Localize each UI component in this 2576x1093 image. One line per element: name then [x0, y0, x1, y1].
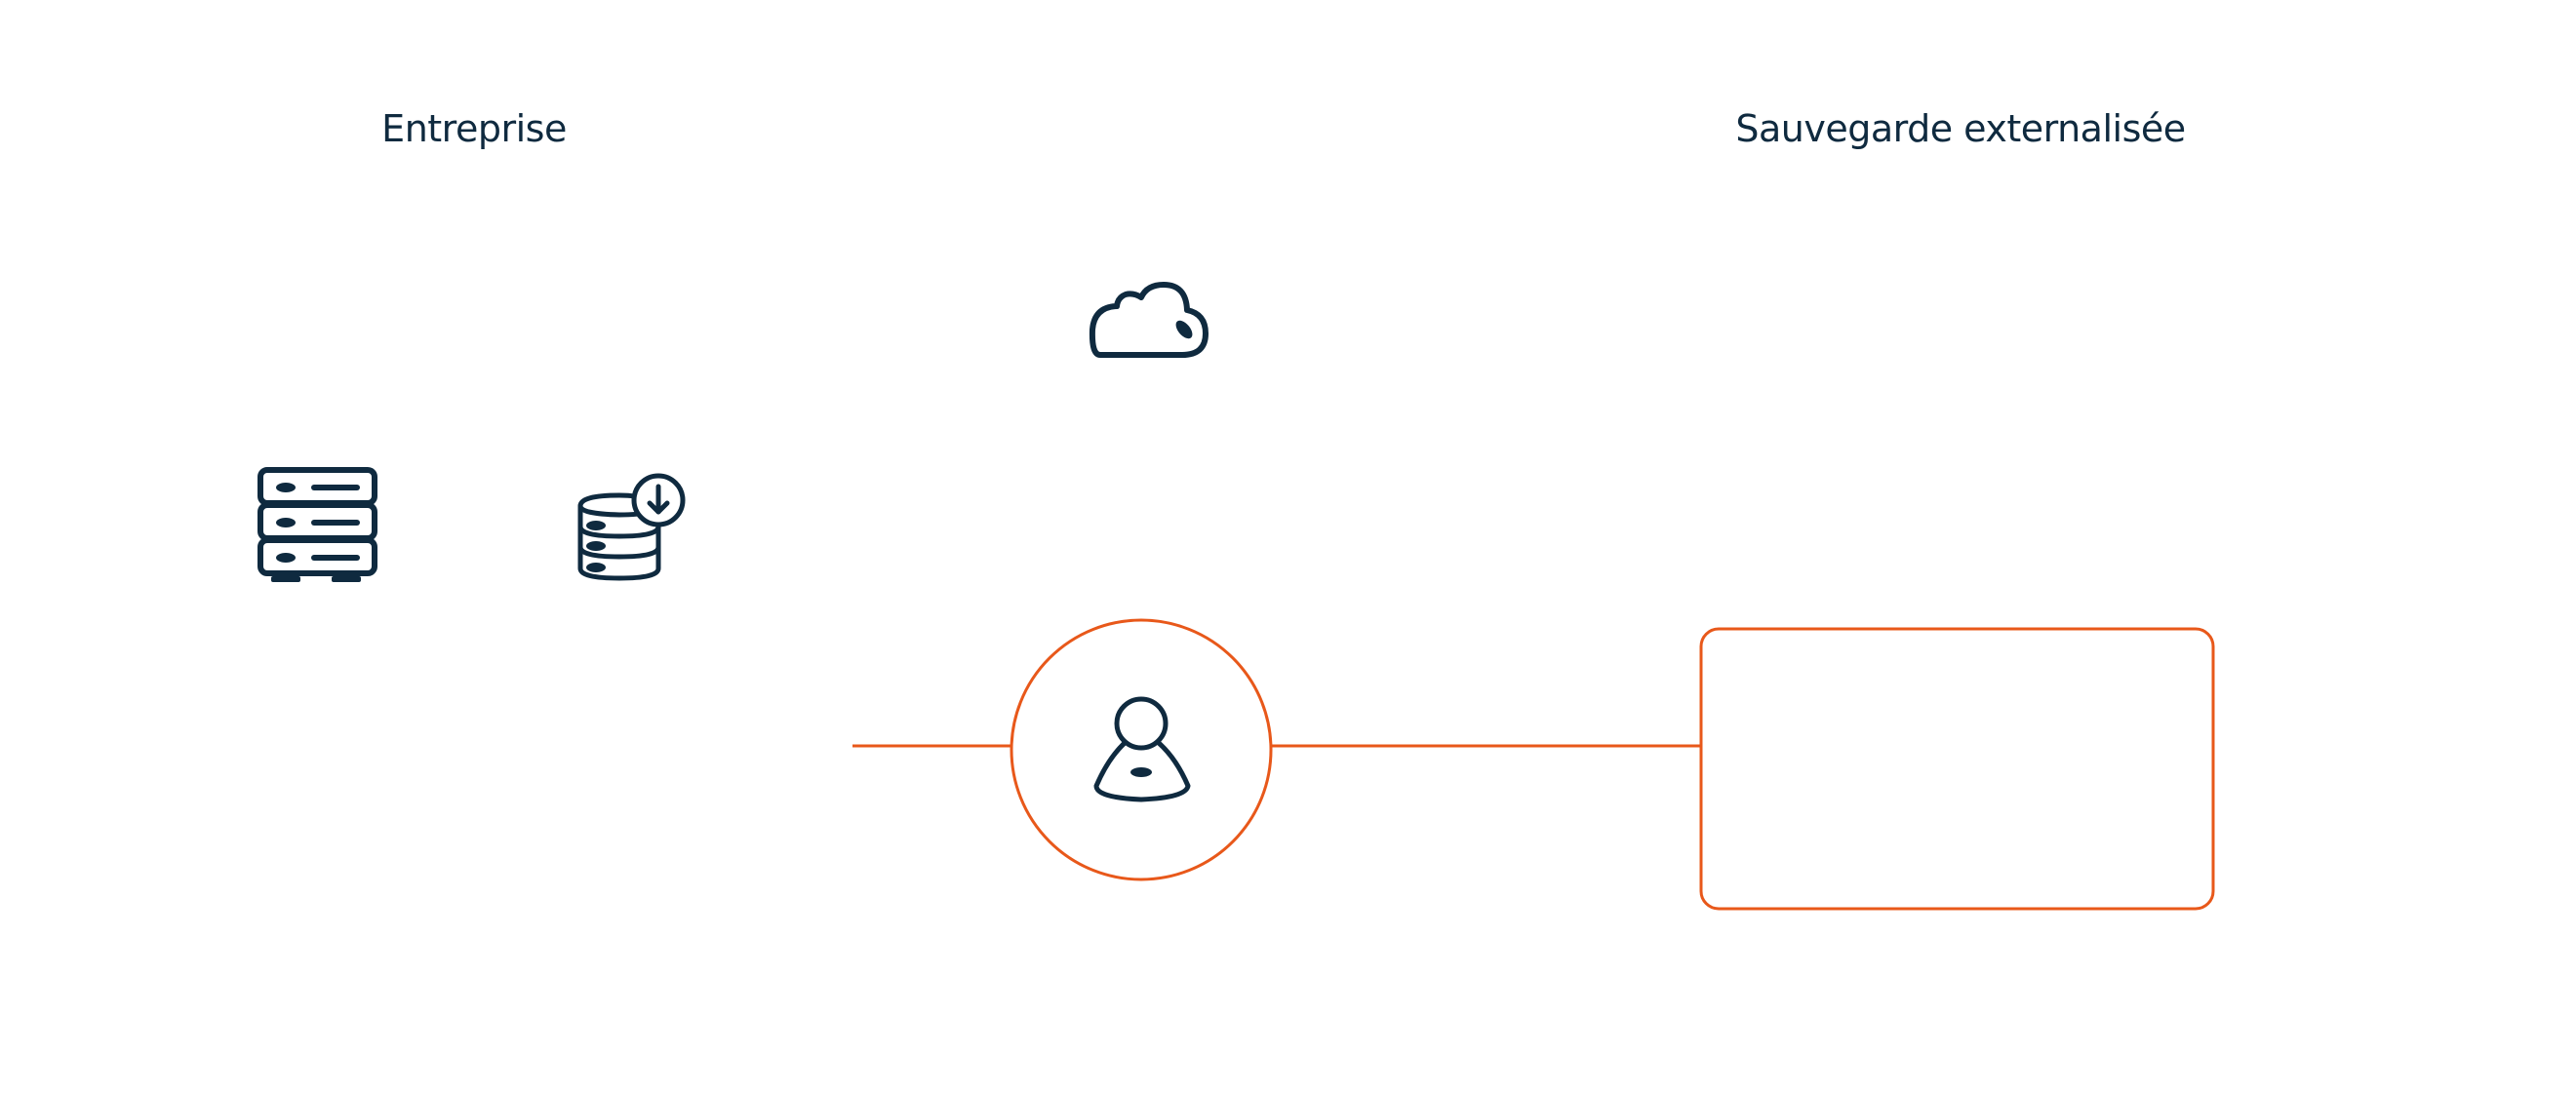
cloud-icon — [1089, 282, 1209, 358]
user-icon — [1093, 696, 1191, 802]
database-download-icon — [577, 473, 686, 581]
entreprise-title: Entreprise — [381, 107, 567, 150]
server-rack-icon — [258, 467, 377, 582]
backup-destination-box — [1699, 627, 2215, 911]
sauvegarde-externalisee-title: Sauvegarde externalisée — [1735, 107, 2186, 150]
